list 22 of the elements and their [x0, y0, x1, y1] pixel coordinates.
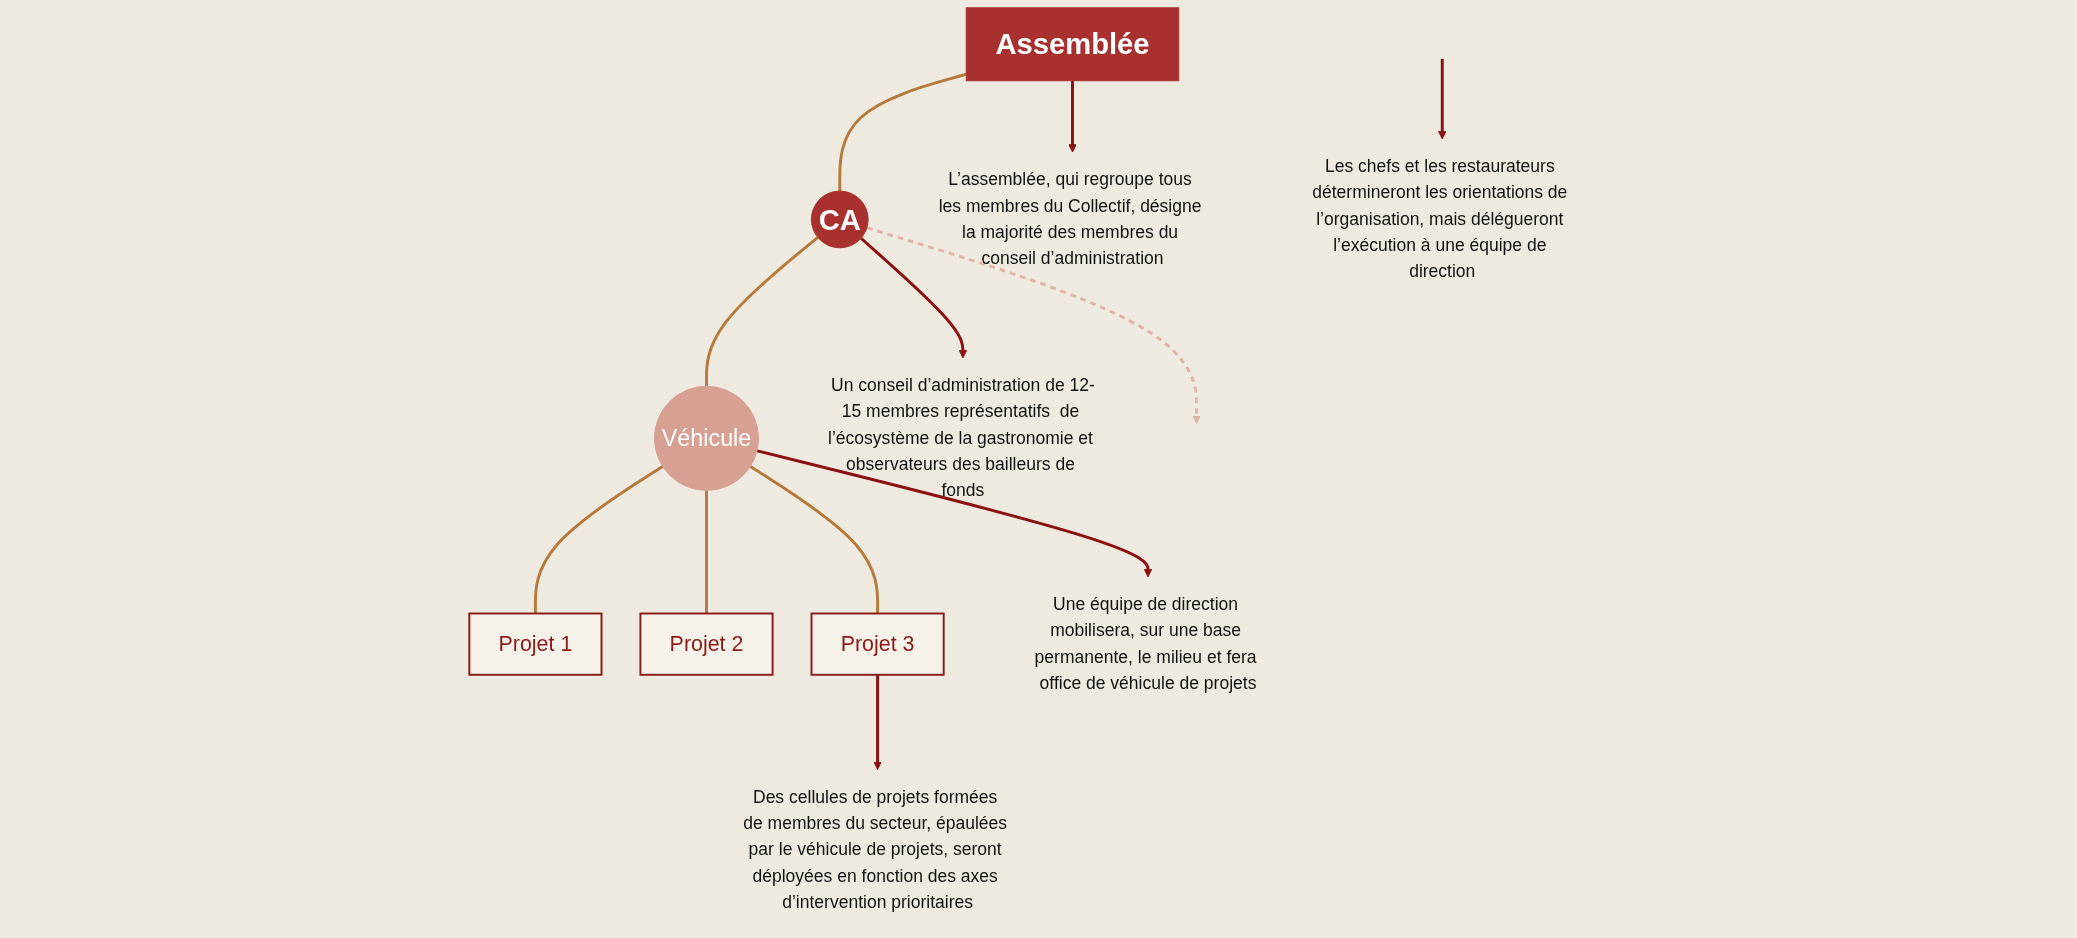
arrow	[873, 674, 882, 771]
node-text: Des cellules de projets formées de membres du secteur, épaulées par le véhicule de projets, seront déployées en fonction des axes d’intervention prioritaires	[743, 787, 1008, 912]
node-text: Un conseil d’administration de 12-15 membres représentatifs de l’écosystème de la gastronomie et observateurs des bailleurs de fonds	[828, 375, 1095, 501]
arrow	[866, 226, 1201, 425]
arrow	[1068, 80, 1077, 153]
connector	[838, 72, 967, 192]
node-circle: CA	[810, 190, 869, 249]
node-box: Projet 1	[468, 612, 603, 676]
connector	[705, 236, 819, 387]
node-box: Projet 2	[639, 612, 774, 676]
arrow	[860, 237, 968, 359]
connector	[749, 465, 880, 614]
node-text: Une équipe de direction mobilisera, sur une base permanente, le milieu et fera office de véhicule de projets	[1034, 594, 1257, 693]
node-text: L’assemblée, qui regroupe tous les membres du Collectif, désigne la majorité des membres du conseil d’administration	[938, 169, 1202, 269]
connector	[705, 490, 708, 614]
node-box: Projet 3	[810, 612, 945, 676]
arrow	[1437, 58, 1447, 140]
node-text: Les chefs et les restaurateurs détermineront les orientations de l’organisation, mais délégueront l’exécution à une équipe de direction	[1312, 156, 1568, 282]
arrow	[756, 449, 1153, 578]
node-circle: Véhicule	[653, 385, 760, 491]
connector	[533, 465, 664, 614]
node-box: Assemblée	[965, 7, 1180, 82]
